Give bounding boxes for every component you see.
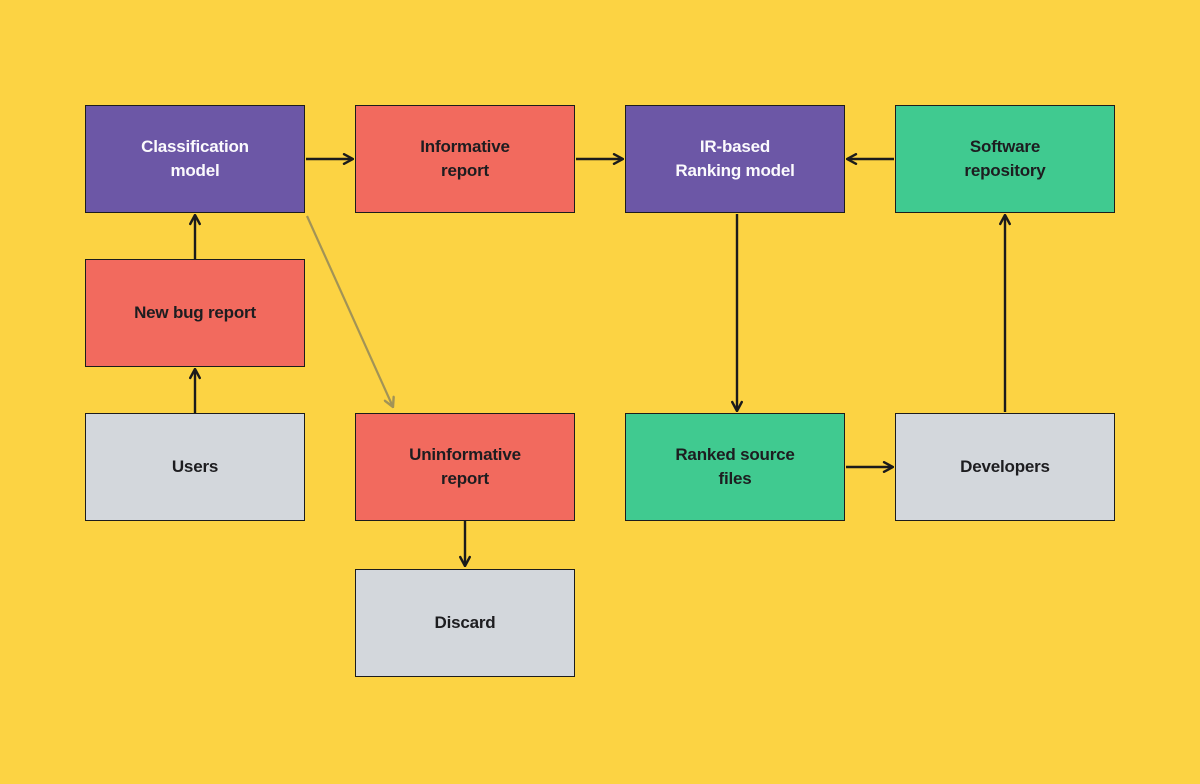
node-discard-label: Discard (434, 613, 496, 633)
node-developers[interactable]: Developers (895, 413, 1115, 521)
node-ir-ranking-model[interactable]: IR-based Ranking model (625, 105, 845, 213)
node-software-repository-label: Software repository (964, 137, 1046, 180)
node-uninformative-report-label: Uninformative report (409, 445, 521, 488)
node-ir-ranking-model-label: IR-based Ranking model (675, 137, 795, 180)
node-developers-label: Developers (960, 457, 1050, 477)
node-informative-report-label: Informative report (420, 137, 510, 180)
node-classification-model-label: Classification model (141, 137, 249, 180)
node-discard[interactable]: Discard (355, 569, 575, 677)
node-new-bug-report-label: New bug report (134, 303, 256, 323)
arrow-classification-to-uninformative (305, 215, 395, 409)
node-ranked-source-files[interactable]: Ranked source files (625, 413, 845, 521)
node-new-bug-report[interactable]: New bug report (85, 259, 305, 367)
node-software-repository[interactable]: Software repository (895, 105, 1115, 213)
node-informative-report[interactable]: Informative report (355, 105, 575, 213)
node-ranked-source-files-label: Ranked source files (675, 445, 795, 488)
node-uninformative-report[interactable]: Uninformative report (355, 413, 575, 521)
node-users[interactable]: Users (85, 413, 305, 521)
node-users-label: Users (171, 457, 219, 477)
node-classification-model[interactable]: Classification model (85, 105, 305, 213)
